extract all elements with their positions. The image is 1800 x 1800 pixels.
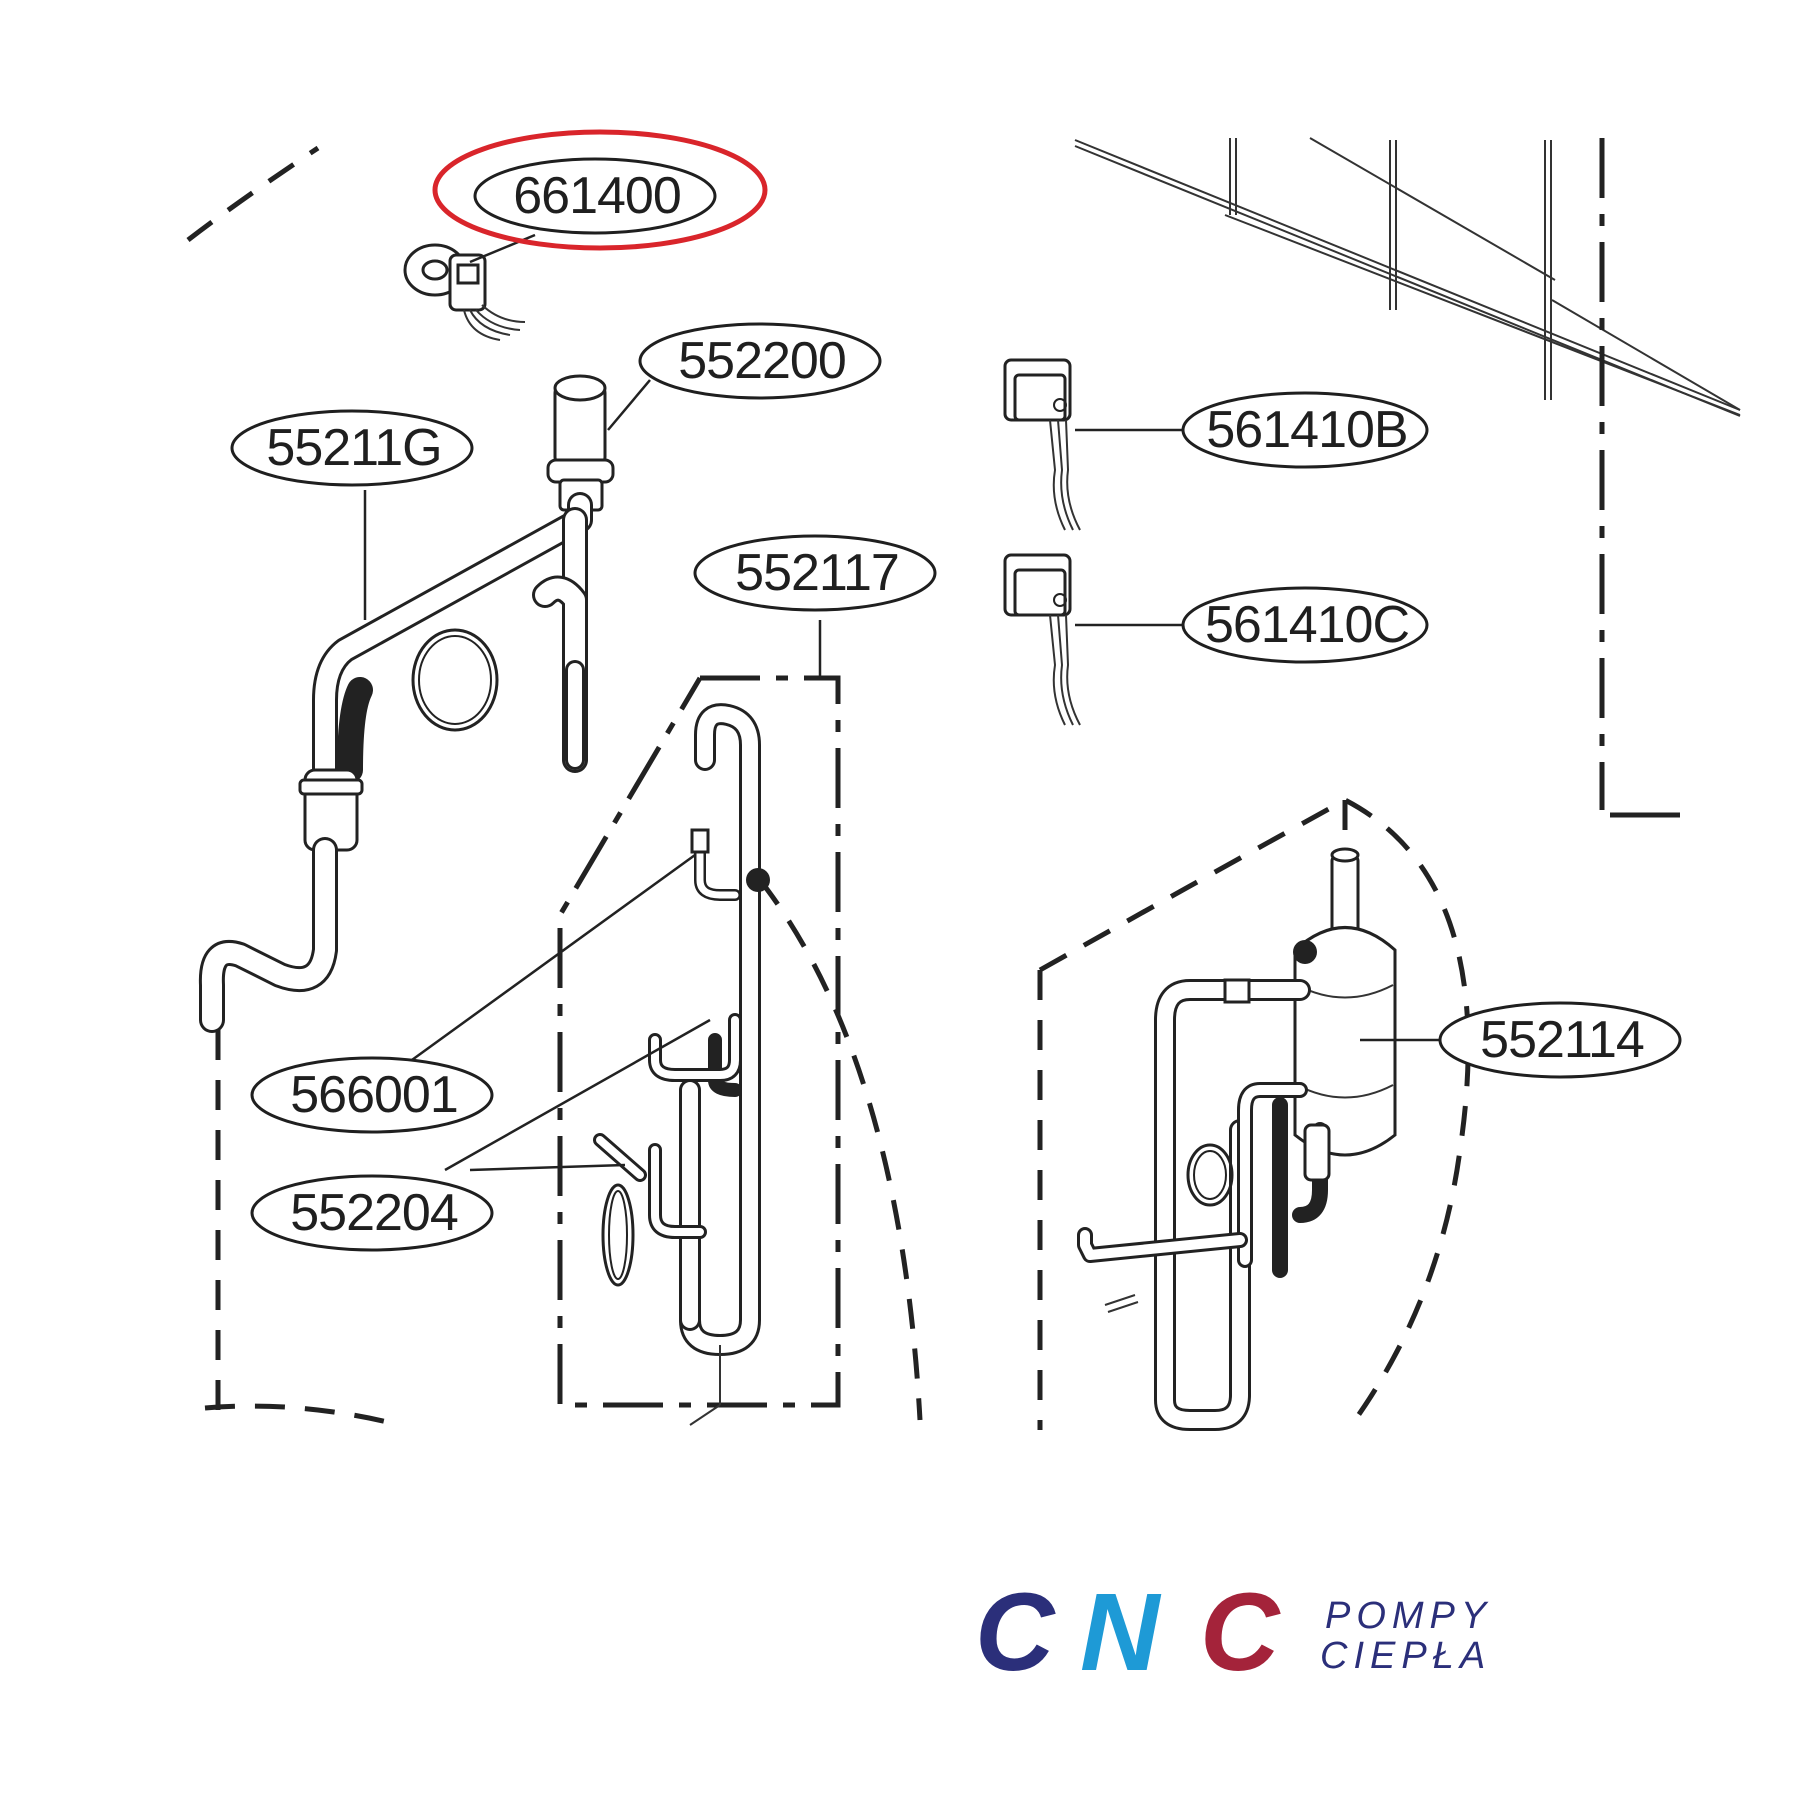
label-552204: 552204 xyxy=(250,1174,494,1252)
expansion-valve-552200 xyxy=(546,374,615,512)
grille xyxy=(1074,137,1741,417)
pipe-assembly-552117 xyxy=(593,703,770,1426)
logo-text-ciepla: CIEPŁA xyxy=(1320,1635,1491,1677)
label-text-552114: 552114 xyxy=(1480,1011,1644,1069)
label-text-552117: 552117 xyxy=(735,544,899,602)
label-text-661400: 661400 xyxy=(513,167,681,225)
label-text-561410B: 561410B xyxy=(1206,401,1407,459)
label-text-55211G: 55211G xyxy=(266,419,441,477)
label-55211G: 55211G xyxy=(230,409,474,487)
label-561410C: 561410C xyxy=(1181,586,1429,664)
label-text-552200: 552200 xyxy=(678,332,846,390)
label-661400: 661400 xyxy=(473,157,717,235)
highlight-ring-661400 xyxy=(432,129,768,251)
coil-661400 xyxy=(403,243,526,341)
frame-552117-curve xyxy=(758,878,923,1421)
label-text-552204: 552204 xyxy=(290,1184,458,1242)
accumulator-552114 xyxy=(1077,847,1397,1431)
pipe-assembly-55211G xyxy=(198,492,593,1033)
cnc-logo: C N C POMPY CIEPŁA xyxy=(975,1571,1492,1694)
solenoid-coil-561410C xyxy=(1003,553,1081,726)
frame-552114-arc xyxy=(1038,797,1471,1422)
leader-lines xyxy=(363,233,1440,1172)
label-text-561410C: 561410C xyxy=(1205,596,1409,654)
label-566001: 566001 xyxy=(250,1056,494,1134)
logo-letter-n: N xyxy=(1080,1571,1162,1694)
logo-letter-c1: C xyxy=(975,1571,1056,1694)
label-552200: 552200 xyxy=(638,322,882,400)
logo-text-pompy: POMPY xyxy=(1325,1595,1492,1637)
frame-552117 xyxy=(557,675,841,1408)
label-552117: 552117 xyxy=(693,534,937,612)
logo-letter-c2: C xyxy=(1200,1571,1281,1694)
label-text-566001: 566001 xyxy=(290,1066,458,1124)
frame-bottom-left-curve xyxy=(204,1403,401,1428)
label-561410B: 561410B xyxy=(1181,391,1429,469)
frame-curve-top-left xyxy=(186,145,320,242)
solenoid-coil-561410B xyxy=(1003,358,1081,531)
label-552114: 552114 xyxy=(1438,1001,1682,1079)
